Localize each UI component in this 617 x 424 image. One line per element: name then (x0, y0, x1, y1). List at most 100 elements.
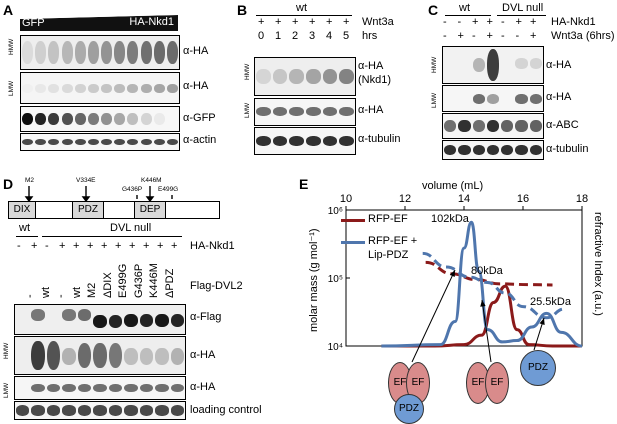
blot-band (256, 106, 271, 116)
c-dvl-null-label: DVL null (502, 2, 544, 14)
b-plus: + (292, 16, 299, 28)
peak-arrow (411, 269, 456, 363)
blot-band (272, 69, 288, 84)
blot-d-loading (14, 401, 186, 420)
blot-c-tubulin (442, 140, 544, 160)
blot-band (272, 106, 288, 116)
blot-band (529, 57, 542, 69)
blot-band (444, 120, 457, 132)
blot-band (166, 40, 178, 65)
blot-band (166, 83, 178, 93)
blot-b-label-nkd1: (Nkd1) (358, 74, 392, 86)
d-wt-line (16, 236, 38, 237)
domain-dix: DIX (8, 201, 36, 219)
blot-band (155, 348, 169, 365)
b-hrs-label: hrs (362, 30, 378, 42)
blot-band (256, 69, 271, 84)
legend-rfp-ef: RFP-EF (368, 213, 408, 225)
blot-band (61, 113, 73, 125)
c-dvl-line (497, 15, 546, 16)
gfp-label: GFP (22, 17, 45, 29)
blot-band (256, 135, 271, 147)
legend-swatch-rfp-ef-lip-pdz (341, 241, 365, 244)
treatment-mark: - (501, 30, 505, 42)
blot-band (61, 138, 73, 146)
blot-a-label-actin: α-actin (183, 134, 217, 146)
b-plus: + (258, 16, 265, 28)
blot-band (153, 113, 165, 125)
blot-band (166, 138, 178, 146)
blot-a-actin (20, 133, 180, 151)
pdz-subunit: PDZ (394, 394, 424, 424)
peak-label-25kda: 25.5kDa (530, 296, 571, 308)
blot-band (108, 315, 123, 329)
blot-band (127, 40, 139, 65)
blot-a-lmw (20, 72, 180, 104)
blot-b-tubulin (254, 127, 356, 155)
blot-band (77, 405, 92, 416)
treatment-mark: + (457, 30, 464, 42)
peak-arrowhead (539, 318, 545, 325)
b-plus: + (309, 16, 316, 28)
treatment-mark: - (17, 240, 21, 252)
d-ha-nkd1-label: HA-Nkd1 (190, 240, 235, 252)
c-wt-label: wt (459, 2, 470, 14)
blot-band (170, 313, 184, 327)
blot-band (322, 106, 338, 116)
blot-d-label-ha2: α-HA (190, 381, 216, 393)
blot-band (87, 83, 99, 93)
blot-band (306, 135, 321, 147)
treatment-mark: - (443, 16, 447, 28)
c-wnt3a-label: Wnt3a (6hrs) (551, 30, 615, 42)
blot-band (61, 83, 73, 93)
treatment-mark: - (472, 30, 476, 42)
b-wt-line (256, 15, 352, 16)
blot-band (339, 135, 354, 147)
b-plus: + (343, 16, 350, 28)
treatment-mark: + (143, 240, 150, 252)
blot-band (46, 340, 61, 371)
blot-band (339, 106, 354, 116)
blot-band (529, 120, 542, 132)
blot-band (22, 113, 34, 125)
blot-band (444, 144, 457, 156)
d-dvl-null-label: DVL null (110, 222, 152, 234)
blot-band (31, 405, 45, 416)
blot-d-lmw (14, 376, 186, 400)
blot-band (155, 313, 169, 327)
b-plus: + (275, 16, 282, 28)
c-row1: --++-++ (443, 16, 551, 30)
treatment-mark: - (443, 30, 447, 42)
blot-band (87, 113, 99, 125)
x-tick-label: 14 (458, 193, 470, 205)
blot-band (74, 83, 86, 93)
legend-lip-pdz: Lip-PDZ (368, 249, 409, 261)
blot-band (77, 309, 92, 321)
blot-band (472, 57, 485, 73)
blot-band (61, 40, 73, 65)
panel-c-letter: C (428, 2, 439, 18)
b-wnt3a-label: Wnt3a (362, 16, 394, 28)
blot-a-hmw (20, 35, 180, 70)
refractive-index-line (381, 284, 582, 348)
blot-band (339, 69, 354, 84)
blot-band (140, 113, 152, 125)
blot-d-hmw (14, 336, 186, 375)
x-tick-label: 12 (399, 193, 411, 205)
blot-band (529, 144, 542, 156)
blot-band (62, 348, 76, 365)
mut-k446m: K446M (141, 177, 162, 184)
blot-band (515, 144, 528, 156)
blot-band (108, 405, 123, 416)
d-dvl-line (42, 236, 182, 237)
gfp-nkd1-gradient: GFP HA-Nkd1 (20, 15, 178, 31)
blot-band (515, 120, 528, 132)
d-wt-label: wt (19, 222, 30, 234)
blot-band (48, 138, 60, 146)
blot-band (529, 93, 542, 104)
b-plus-row: + + + + + + (256, 16, 354, 30)
blot-d-label-flag: α-Flag (190, 311, 222, 323)
blot-a-label-ha1: α-HA (183, 45, 209, 57)
treatment-mark: + (486, 30, 493, 42)
